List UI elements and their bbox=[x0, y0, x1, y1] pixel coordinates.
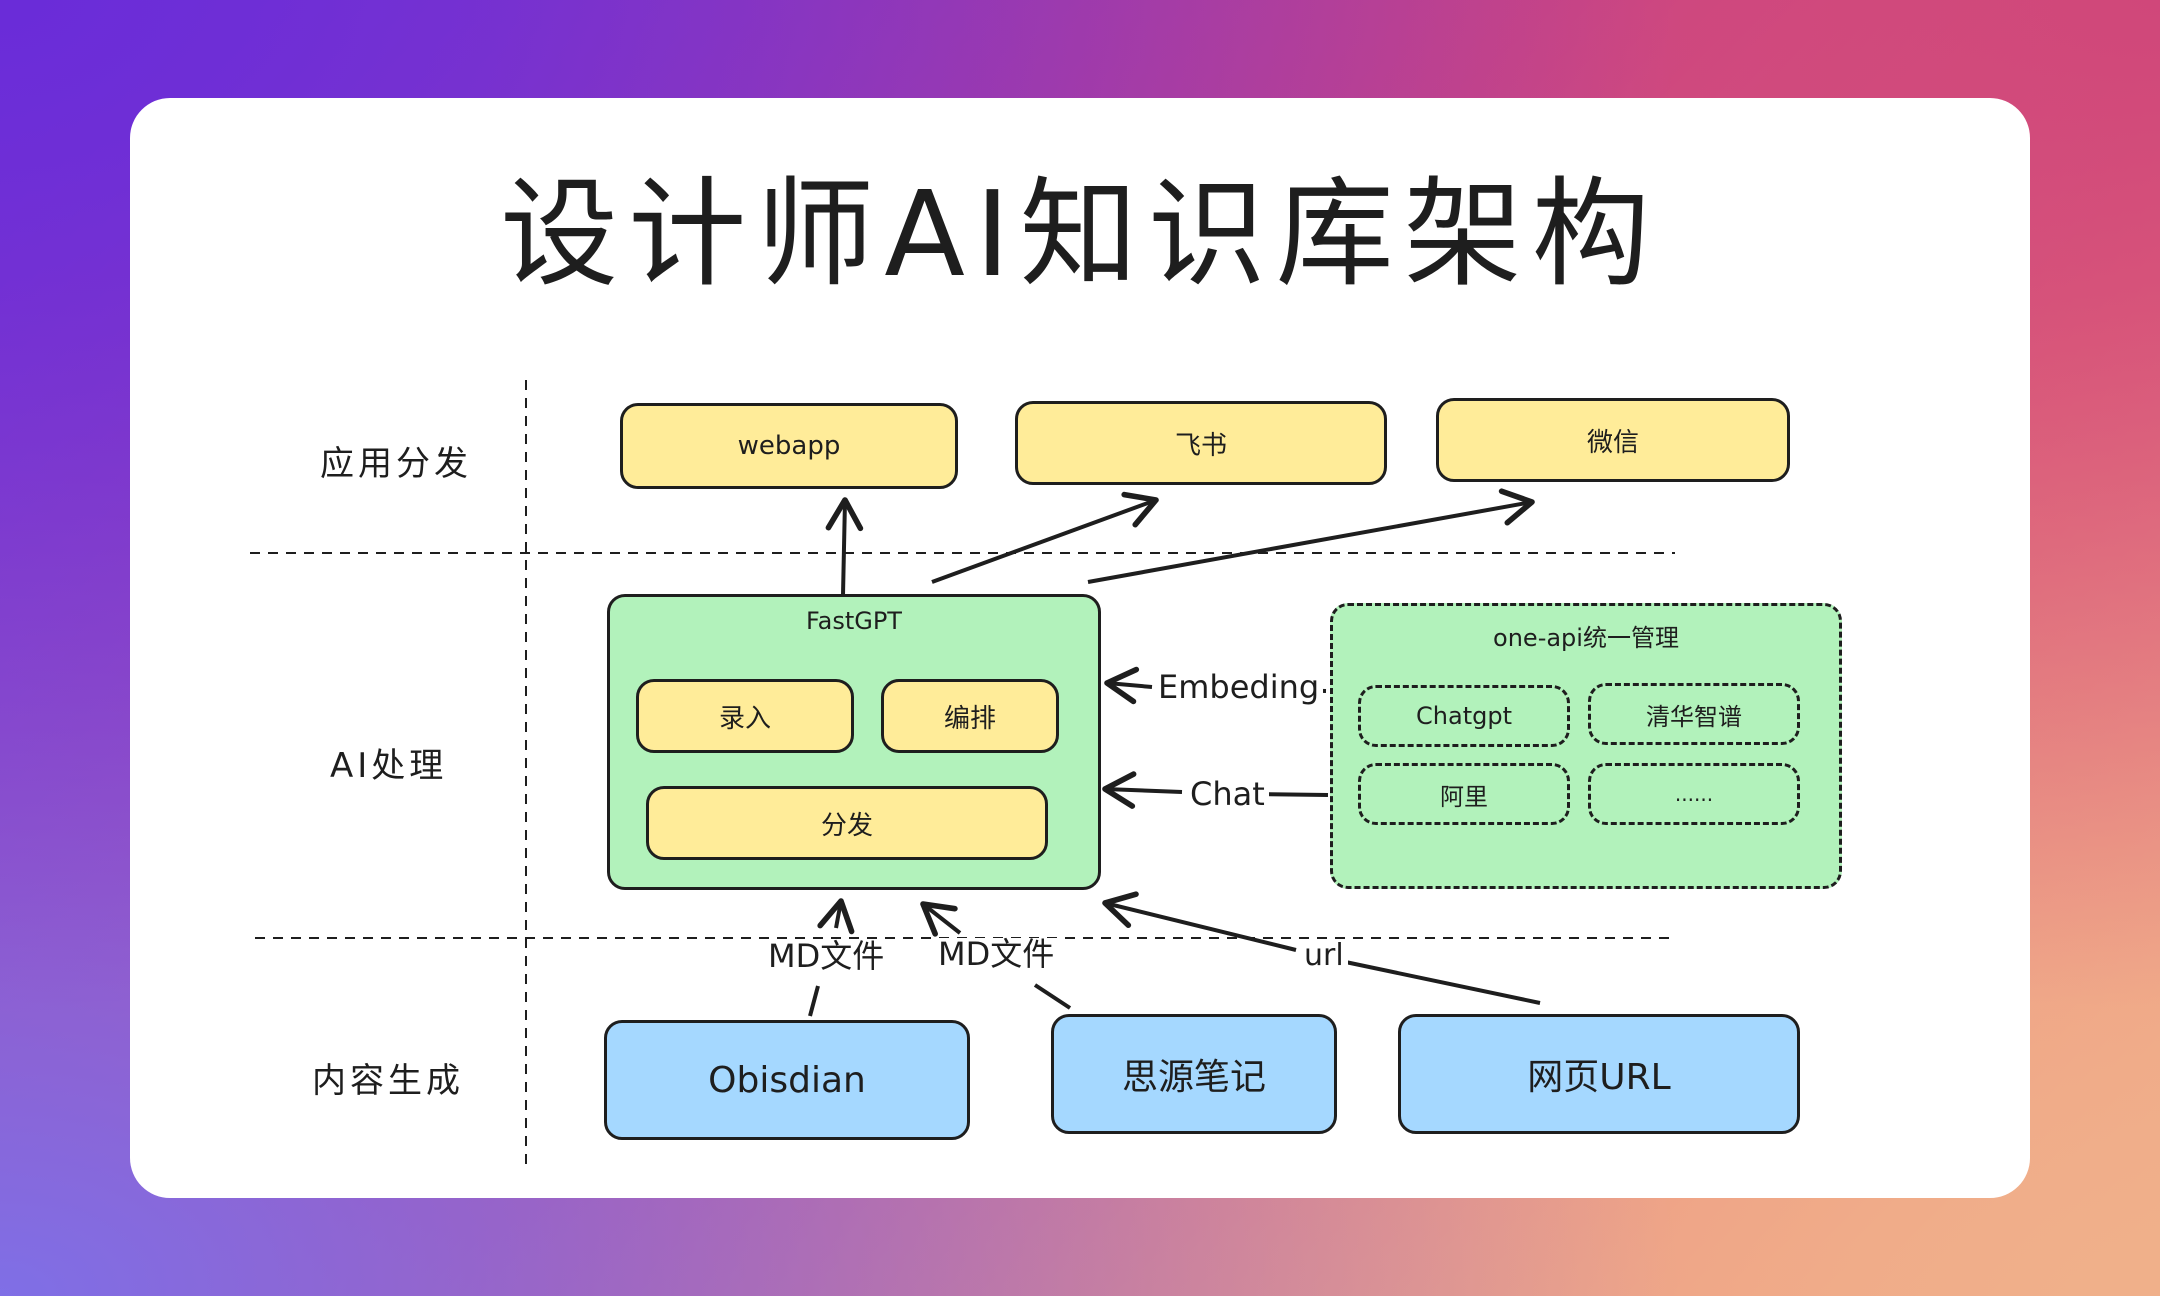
edge-label-embedding: Embeding bbox=[1154, 671, 1324, 703]
arrow-siyuan-line bbox=[1033, 983, 1072, 1010]
arrow-embedding bbox=[1104, 666, 1153, 705]
model-ali: 阿里 bbox=[1358, 763, 1570, 825]
fastgpt-input: 录入 bbox=[636, 679, 854, 753]
diagram-card: 设计师AI知识库架构 应用分发 AI处理 内容生成 webapp 飞 bbox=[130, 98, 2030, 1198]
arrow-siyuan bbox=[920, 901, 962, 937]
app-wechat: 微信 bbox=[1436, 398, 1790, 482]
arrow-chat bbox=[1102, 771, 1183, 809]
row-label-ai-processing: AI处理 bbox=[330, 746, 448, 786]
model-zhipu: 清华智谱 bbox=[1588, 683, 1800, 745]
edge-label-url: url bbox=[1300, 941, 1348, 971]
arrow-fastgpt-wechat bbox=[1087, 488, 1535, 584]
source-web-url: 网页URL bbox=[1398, 1014, 1800, 1134]
arrow-web-line bbox=[1335, 958, 1541, 1005]
app-webapp: webapp bbox=[620, 403, 958, 489]
arrow-fastgpt-webapp bbox=[825, 497, 864, 596]
edge-label-md-obsidian: MD文件 bbox=[764, 940, 889, 972]
source-siyuan: 思源笔记 bbox=[1051, 1014, 1337, 1134]
edge-label-chat: Chat bbox=[1186, 778, 1269, 810]
app-feishu: 飞书 bbox=[1015, 401, 1387, 485]
model-more: ...... bbox=[1588, 763, 1800, 825]
arrow-web bbox=[1102, 891, 1297, 952]
source-obsidian: Obisdian bbox=[604, 1020, 970, 1140]
arrow-obsidian-line bbox=[808, 985, 820, 1017]
diagram-title: 设计师AI知识库架构 bbox=[500, 165, 1660, 303]
arrow-obsidian bbox=[817, 898, 855, 935]
fastgpt-distribute: 分发 bbox=[646, 786, 1048, 860]
oneapi-label: one-api统一管理 bbox=[1493, 624, 1679, 652]
model-chatgpt: Chatgpt bbox=[1358, 685, 1570, 747]
edge-label-md-siyuan: MD文件 bbox=[934, 938, 1059, 970]
arrow-fastgpt-feishu bbox=[931, 491, 1159, 584]
fastgpt-label: FastGPT bbox=[806, 607, 902, 635]
row-label-app-distribution: 应用分发 bbox=[320, 444, 472, 484]
fastgpt-orchestrate: 编排 bbox=[881, 679, 1059, 753]
row-label-content-generation: 内容生成 bbox=[312, 1061, 464, 1101]
